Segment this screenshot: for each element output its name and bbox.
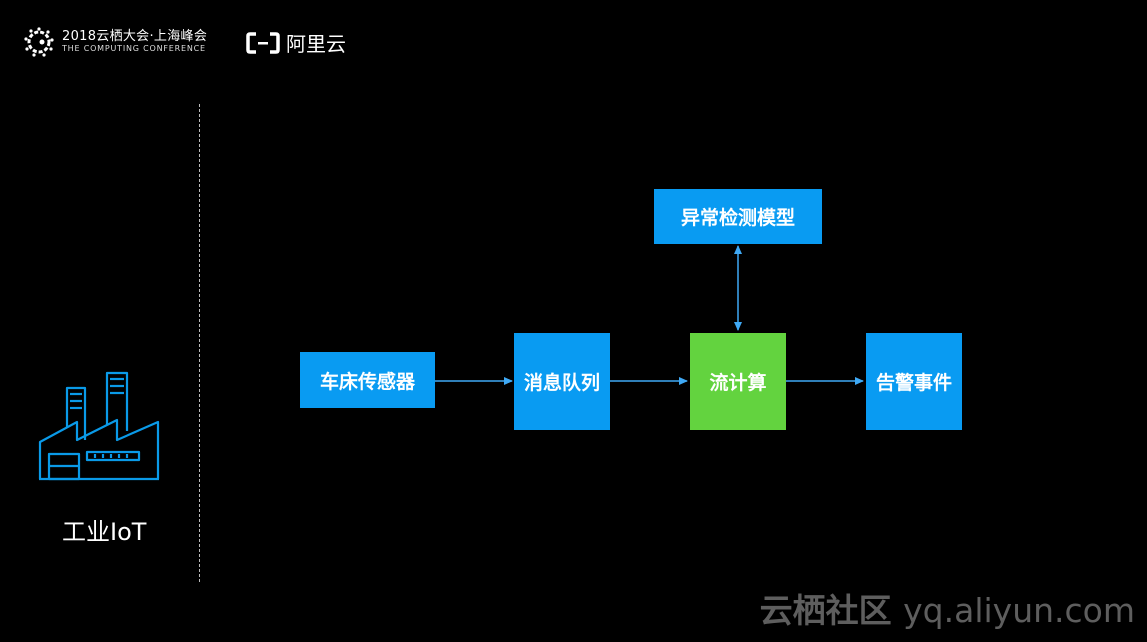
node-stream-compute: 流计算 bbox=[690, 333, 786, 430]
conference-title: 2018云栖大会·上海峰会 bbox=[62, 29, 208, 45]
node-lathe-sensor: 车床传感器 bbox=[300, 352, 435, 408]
conference-logo-icon bbox=[24, 27, 54, 57]
aliyun-text: 阿里云 bbox=[286, 32, 346, 56]
node-anomaly-model: 异常检测模型 bbox=[654, 189, 822, 244]
aliyun-brand: 阿里云 bbox=[246, 28, 346, 57]
watermark-url: yq.aliyun.com bbox=[903, 591, 1135, 630]
conference-subtitle: THE COMPUTING CONFERENCE bbox=[62, 43, 206, 53]
aliyun-logo-icon bbox=[246, 31, 280, 54]
factory-icon bbox=[38, 371, 160, 481]
dashed-divider bbox=[199, 104, 200, 582]
industrial-iot-label: 工业IoT bbox=[62, 518, 147, 546]
node-message-queue: 消息队列 bbox=[514, 333, 610, 430]
conference-header: 2018云栖大会·上海峰会 THE COMPUTING CONFERENCE bbox=[22, 24, 207, 60]
watermark: 云栖社区 yq.aliyun.com bbox=[760, 584, 1135, 632]
watermark-cn: 云栖社区 bbox=[759, 591, 892, 630]
node-alert-event: 告警事件 bbox=[866, 333, 962, 430]
